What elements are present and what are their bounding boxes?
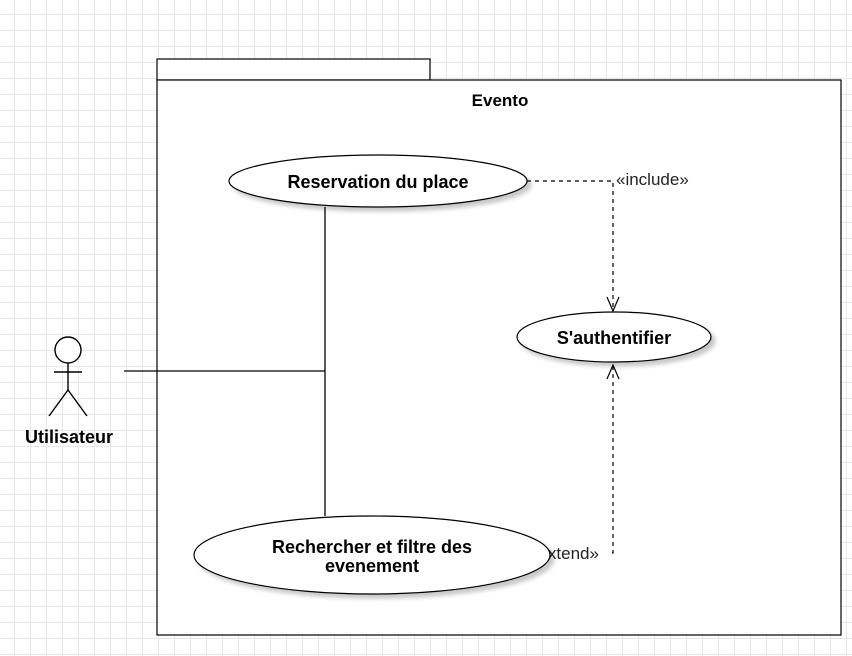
include-arrowhead xyxy=(606,296,620,313)
association-lines xyxy=(124,207,326,516)
use-case-search-label-line2: evenement xyxy=(325,556,419,576)
include-label-bg xyxy=(614,167,702,189)
use-case-search-ellipse xyxy=(193,515,551,595)
actor-right-leg xyxy=(67,389,88,417)
package-tab xyxy=(156,58,431,81)
extend-arrowhead xyxy=(606,363,620,380)
use-case-search-label-line1: Rechercher et filtre des xyxy=(272,537,472,557)
use-case-search[interactable]: Rechercher et filtre des evenement xyxy=(193,515,551,595)
actor-head xyxy=(54,336,82,364)
include-relationship[interactable]: «include» xyxy=(527,167,702,313)
extend-dashed-line xyxy=(548,365,614,554)
actor-utilisateur[interactable]: Utilisateur xyxy=(25,336,113,447)
use-case-auth-label: S'authentifier xyxy=(557,328,671,348)
actor-stick-figure-icon xyxy=(48,336,88,417)
use-case-reservation-label: Reservation du place xyxy=(287,172,468,192)
actor-left-leg xyxy=(48,389,69,417)
use-case-reservation-ellipse xyxy=(228,154,528,208)
package-title: Evento xyxy=(472,91,529,110)
actor-label: Utilisateur xyxy=(25,427,113,447)
include-label: «include» xyxy=(616,170,689,189)
use-case-auth-ellipse xyxy=(516,311,712,363)
use-case-auth[interactable]: S'authentifier xyxy=(516,311,712,363)
use-case-reservation[interactable]: Reservation du place xyxy=(228,154,528,208)
